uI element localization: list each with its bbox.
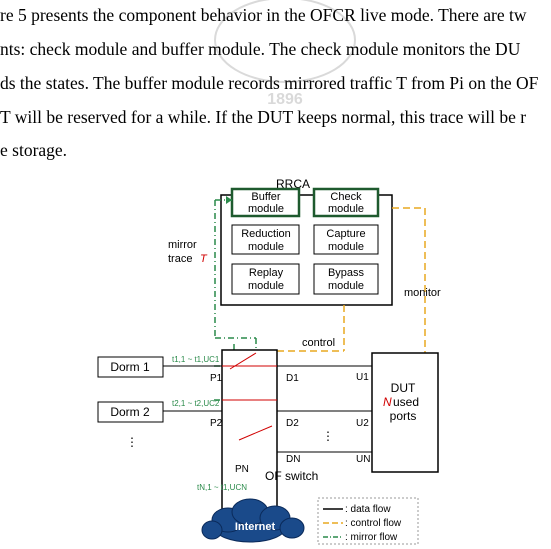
mirror-arrowhead	[226, 196, 232, 204]
switch-internal-lines	[222, 352, 277, 401]
rrca-label: RRCA	[276, 177, 310, 191]
svg-text:module: module	[248, 241, 284, 253]
module-capture: Capture module	[313, 224, 379, 255]
monitor-label: monitor	[404, 287, 441, 299]
watermark-text: 1896	[267, 91, 303, 108]
port-u2: U2	[356, 418, 369, 429]
module-buffer: Buffer module	[230, 187, 301, 218]
mirror-symbol-T: T	[200, 253, 208, 265]
internet-cloud	[201, 498, 305, 543]
svg-text:module: module	[248, 203, 284, 215]
legend-control-flow: : control flow	[345, 518, 402, 529]
svg-text:module: module	[248, 280, 284, 292]
dorm-2-box	[97, 401, 164, 423]
tn-label: tN,1 ~ t1,UCN	[197, 483, 247, 492]
port-u1: U1	[356, 372, 369, 383]
svg-text:Bypass: Bypass	[328, 267, 365, 279]
svg-text:module: module	[328, 203, 364, 215]
port-d2: D2	[286, 418, 299, 429]
module-bypass: Bypass module	[313, 263, 379, 295]
switch-dut-lines	[277, 365, 372, 453]
t2-label: t2,1 ~ t2,UC2	[172, 399, 220, 408]
port-p1: P1	[210, 373, 223, 384]
svg-text:Replay: Replay	[249, 267, 284, 279]
module-replay: Replay module	[231, 263, 300, 295]
module-reduction: Reduction module	[231, 224, 300, 255]
svg-text:Reduction: Reduction	[241, 228, 291, 240]
dorm-data-lines	[163, 365, 222, 412]
paragraph-line-1: re 5 presents the component behavior in …	[0, 5, 527, 25]
control-flow-path	[277, 207, 426, 353]
dut-ports-label: ports	[390, 409, 417, 423]
port-p2: P2	[210, 418, 223, 429]
svg-text:Buffer: Buffer	[251, 191, 280, 203]
paragraph-line-5: e storage.	[0, 140, 68, 160]
paragraph-line-4: T will be reserved for a while. If the D…	[0, 107, 527, 127]
paragraph-line-2: nts: check module and buffer module. The…	[0, 39, 521, 59]
svg-text:Capture: Capture	[326, 228, 365, 240]
dorm-1-label: Dorm 1	[110, 360, 150, 374]
of-switch-label: OF switch	[265, 469, 318, 483]
mirror-trace-label: trace	[168, 253, 192, 265]
paragraph-line-3: ds the states. The buffer module records…	[0, 73, 539, 93]
module-check: Check module	[312, 187, 380, 218]
svg-text:Check: Check	[330, 191, 362, 203]
dut-used-label: used	[393, 395, 419, 409]
t1-label: t1,1 ~ t1,UC1	[172, 355, 220, 364]
port-d1: D1	[286, 373, 299, 384]
svg-text:module: module	[328, 280, 364, 292]
legend-mirror-flow: : mirror flow	[345, 532, 398, 543]
watermark-seal: 1896	[214, 0, 356, 108]
dut-label: DUT	[391, 381, 416, 395]
port-pn: PN	[235, 464, 249, 475]
port-dn: DN	[286, 454, 300, 465]
of-switch-box	[221, 349, 278, 511]
control-label: control	[302, 337, 335, 349]
internet-label: Internet	[235, 521, 276, 533]
mirror-label: mirror	[168, 239, 197, 251]
dorm-2-label: Dorm 2	[110, 405, 150, 419]
dut-n-label: N	[383, 395, 392, 409]
dorm-vdots: ⋮	[126, 435, 138, 449]
legend-data-flow: : data flow	[345, 504, 391, 515]
switch-internal-diag	[238, 425, 273, 441]
svg-text:module: module	[328, 241, 364, 253]
ports-vdots: ⋮	[322, 429, 334, 443]
dorm-1-box	[97, 356, 164, 378]
dut-box	[371, 352, 439, 473]
port-un: UN	[356, 454, 370, 465]
